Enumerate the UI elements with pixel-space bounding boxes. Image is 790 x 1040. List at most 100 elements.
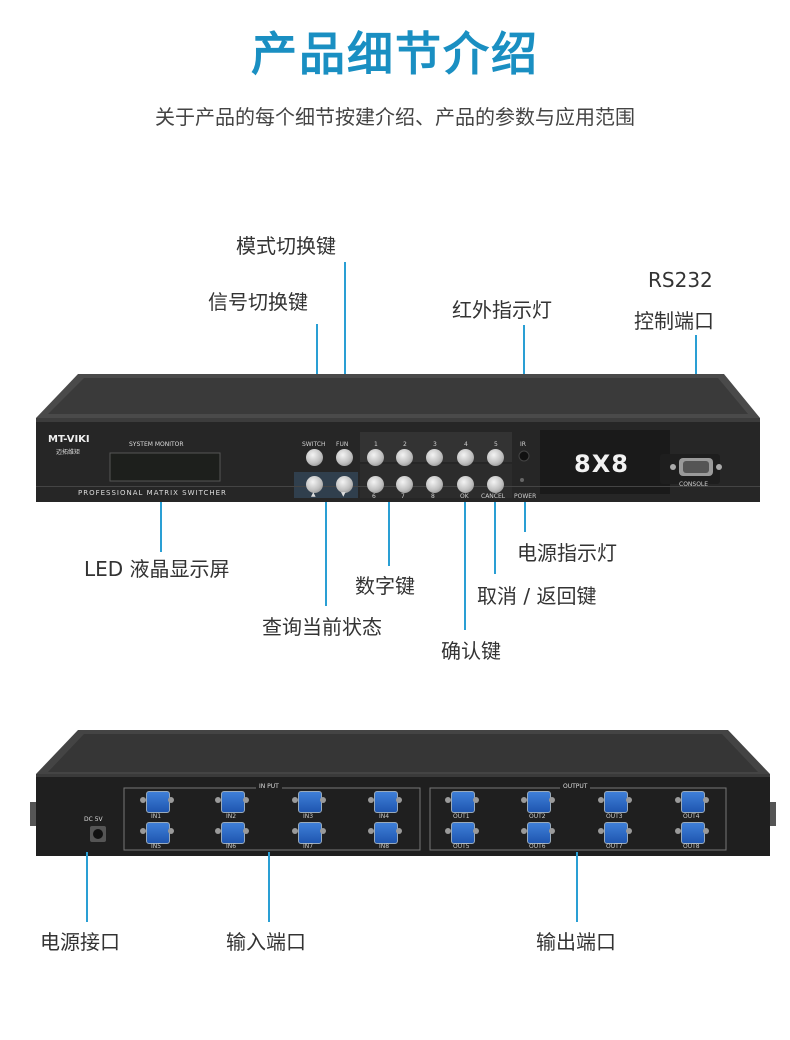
- vga-input-port[interactable]: [292, 790, 326, 813]
- vga-output-port[interactable]: [675, 790, 709, 813]
- rear-panel-device: DC 5V IN PUT OUTPUT IN1 IN2 IN3 IN4 IN5 …: [0, 700, 790, 870]
- input-label-6: IN6: [226, 843, 237, 850]
- callout-power-port: 电源接口: [40, 930, 120, 954]
- number-button-6[interactable]: [367, 476, 384, 493]
- input-label-3: IN3: [303, 813, 314, 820]
- console-label: CONSOLE: [679, 481, 709, 488]
- product-name-label: PROFESSIONAL MATRIX SWITCHER: [78, 489, 227, 497]
- fun-button[interactable]: [336, 449, 353, 466]
- input-label-4: IN4: [379, 813, 390, 820]
- query-down-button[interactable]: [336, 476, 353, 493]
- callout-confirm-key: 确认键: [441, 639, 501, 663]
- ok-label: OK: [460, 493, 469, 500]
- vga-input-port[interactable]: [140, 790, 174, 813]
- vga-output-port[interactable]: [675, 821, 709, 844]
- leader-line-power: [524, 496, 526, 532]
- vga-output-port[interactable]: [598, 821, 632, 844]
- callout-query-status: 查询当前状态: [262, 615, 382, 639]
- leader-line-query: [325, 502, 327, 606]
- number-button-1[interactable]: [367, 449, 384, 466]
- num-label-6: 6: [372, 493, 376, 500]
- vga-output-port[interactable]: [445, 790, 479, 813]
- input-label-1: IN1: [151, 813, 162, 820]
- number-button-7[interactable]: [396, 476, 413, 493]
- model-badge: 8X8: [574, 450, 629, 478]
- vga-output-port[interactable]: [521, 821, 555, 844]
- number-button-5[interactable]: [487, 449, 504, 466]
- front-device-body: [36, 374, 760, 502]
- number-button-8[interactable]: [426, 476, 443, 493]
- output-label-1: OUT1: [453, 813, 470, 820]
- fun-label: FUN: [336, 441, 349, 448]
- output-label-8: OUT8: [683, 843, 700, 850]
- output-label-2: OUT2: [529, 813, 546, 820]
- callout-cancel-return: 取消 / 返回键: [477, 584, 597, 608]
- output-label-7: OUT7: [606, 843, 623, 850]
- switch-label: SWITCH: [302, 441, 326, 448]
- num-label-8: 8: [431, 493, 435, 500]
- callout-power-indicator: 电源指示灯: [517, 541, 617, 565]
- input-label-8: IN8: [379, 843, 390, 850]
- number-button-4[interactable]: [457, 449, 474, 466]
- cancel-label: CANCEL: [481, 493, 506, 500]
- num-label-1: 1: [374, 441, 378, 448]
- vga-output-port[interactable]: [445, 821, 479, 844]
- output-label-5: OUT5: [453, 843, 470, 850]
- callout-output-ports: 输出端口: [536, 930, 616, 954]
- callout-mode-switch-key: 模式切换键: [236, 234, 336, 258]
- callout-number-keys: 数字键: [355, 574, 415, 598]
- system-monitor-label: SYSTEM MONITOR: [129, 441, 184, 448]
- query-up-button[interactable]: [306, 476, 323, 493]
- power-label: POWER: [514, 493, 537, 500]
- ok-button[interactable]: [457, 476, 474, 493]
- output-label-4: OUT4: [683, 813, 700, 820]
- leader-line-output-ports: [576, 852, 578, 922]
- callout-lcd-screen: LED 液晶显示屏: [84, 557, 230, 581]
- ir-label: IR: [520, 441, 526, 448]
- input-label-7: IN7: [303, 843, 314, 850]
- leader-line-power-port: [86, 852, 88, 922]
- callout-signal-switch-key: 信号切换键: [208, 290, 308, 314]
- leader-line-lcd: [160, 500, 162, 552]
- vga-output-port[interactable]: [521, 790, 555, 813]
- brand-logo: MT-VIKI: [48, 434, 90, 445]
- leader-line-input-ports: [268, 852, 270, 922]
- vga-input-port[interactable]: [215, 790, 249, 813]
- vga-input-port[interactable]: [215, 821, 249, 844]
- triangle-down-icon: ▼: [341, 491, 346, 498]
- leader-line-ok: [464, 502, 466, 630]
- page-title: 产品细节介绍: [251, 27, 539, 81]
- callout-ir-indicator: 红外指示灯: [452, 298, 552, 322]
- output-label-6: OUT6: [529, 843, 546, 850]
- number-button-3[interactable]: [426, 449, 443, 466]
- input-group-label: IN PUT: [256, 783, 282, 790]
- page-subtitle: 关于产品的每个细节按建介绍、产品的参数与应用范围: [155, 105, 635, 129]
- input-label-2: IN2: [226, 813, 237, 820]
- triangle-up-icon: ▲: [311, 491, 316, 498]
- vga-input-port[interactable]: [368, 790, 402, 813]
- vga-input-port[interactable]: [292, 821, 326, 844]
- leader-line-number: [388, 502, 390, 566]
- callout-input-ports: 输入端口: [226, 930, 306, 954]
- rear-device-body: [30, 730, 776, 856]
- cancel-button[interactable]: [487, 476, 504, 493]
- num-label-3: 3: [433, 441, 437, 448]
- leader-line-cancel: [494, 502, 496, 574]
- switch-button[interactable]: [306, 449, 323, 466]
- output-group-label: OUTPUT: [560, 783, 591, 790]
- output-label-3: OUT3: [606, 813, 623, 820]
- leader-line-mode: [344, 262, 346, 444]
- num-label-2: 2: [403, 441, 407, 448]
- front-panel-device: MT-VIKI 迈拓维矩 SYSTEM MONITOR PROFESSIONAL…: [36, 374, 760, 502]
- vga-output-port[interactable]: [598, 790, 632, 813]
- brand-sub: 迈拓维矩: [56, 449, 81, 456]
- num-label-5: 5: [494, 441, 498, 448]
- callout-rs232: RS232: [648, 268, 713, 292]
- num-label-7: 7: [401, 493, 405, 500]
- input-label-5: IN5: [151, 843, 162, 850]
- callout-control-port: 控制端口: [634, 309, 714, 333]
- vga-input-port[interactable]: [140, 821, 174, 844]
- num-label-4: 4: [464, 441, 468, 448]
- vga-input-port[interactable]: [368, 821, 402, 844]
- number-button-2[interactable]: [396, 449, 413, 466]
